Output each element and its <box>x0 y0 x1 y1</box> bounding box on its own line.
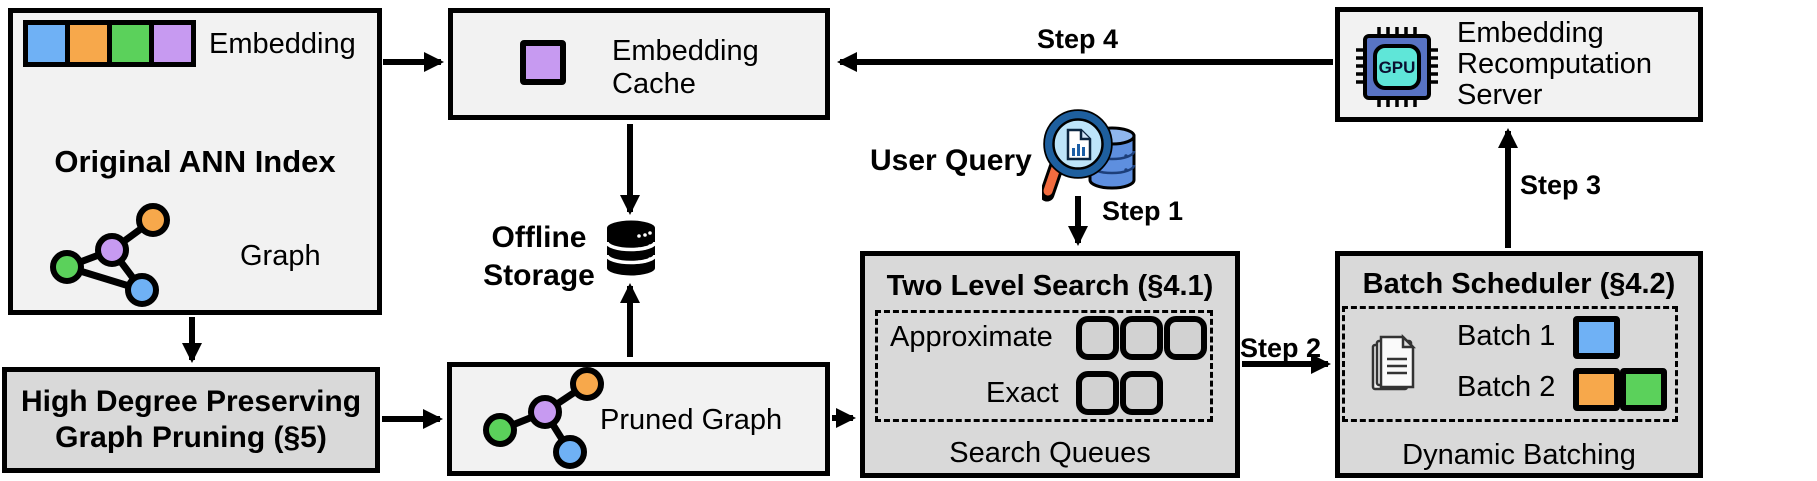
graph-icon <box>50 203 170 307</box>
search-queues-footer: Search Queues <box>949 437 1151 469</box>
batch-scheduler-box: Batch Scheduler (§4.2) Batch 1 Batch 2 D… <box>1335 251 1703 478</box>
graph-pruning-title-line2: Graph Pruning (§5) <box>55 421 327 454</box>
approximate-queue-slot <box>1120 316 1163 360</box>
batch1-label: Batch 1 <box>1457 320 1556 352</box>
pruned-graph-box: Pruned Graph <box>447 362 830 476</box>
embedding-label: Embedding <box>209 28 356 60</box>
embedding-cell-green <box>112 25 149 62</box>
offline-storage-line1: Offline <box>491 221 587 254</box>
original-ann-index-box: Embedding Original ANN Index Graph <box>8 8 382 315</box>
embedding-cache-label-line2: Cache <box>612 68 696 100</box>
graph-pruning-title-line1: High Degree Preserving <box>20 385 362 418</box>
graph-pruning-box: High Degree Preserving Graph Pruning (§5… <box>2 367 380 473</box>
documents-icon <box>1371 333 1417 391</box>
step4-label: Step 4 <box>1037 24 1119 54</box>
offline-storage-label: Offline Storage <box>478 219 600 295</box>
gpu-chip-label: GPU <box>1379 58 1416 77</box>
approximate-label: Approximate <box>890 321 1053 353</box>
batch1-embedding-blue <box>1573 316 1620 359</box>
embedding-cache-label-line1: Embedding <box>612 35 759 67</box>
server-label-line3: Server <box>1457 79 1543 111</box>
approximate-queue-slot <box>1076 316 1119 360</box>
ann-index-title: Original ANN Index <box>54 144 336 179</box>
offline-storage-line2: Storage <box>483 259 595 292</box>
approximate-queue-slot <box>1164 316 1207 360</box>
graph-label: Graph <box>240 240 321 272</box>
batch-scheduler-title: Batch Scheduler (§4.2) <box>1362 268 1676 300</box>
embedding-cell-purple <box>154 25 191 62</box>
embedding-cell-blue <box>28 25 65 62</box>
step1-label: Step 1 <box>1102 196 1184 226</box>
recomputation-server-box: GPU Embedding Recomputation Server <box>1335 7 1703 122</box>
cached-embedding-icon <box>520 40 566 85</box>
pruned-graph-icon <box>483 367 604 469</box>
step3-label: Step 3 <box>1520 170 1602 200</box>
embedding-vector-icon <box>23 20 196 67</box>
gpu-chip-icon: GPU <box>1356 27 1438 107</box>
query-search-icon <box>1042 109 1136 202</box>
search-queues-panel: Approximate Exact <box>875 310 1213 422</box>
exact-queue-slot <box>1076 371 1119 415</box>
user-query-label: User Query <box>870 144 1032 177</box>
batch2-label: Batch 2 <box>1457 371 1556 403</box>
dynamic-batching-panel: Batch 1 Batch 2 <box>1342 306 1678 422</box>
batch2-embedding-orange <box>1573 368 1620 411</box>
two-level-search-box: Two Level Search (§4.1) Approximate Exac… <box>860 251 1240 478</box>
dynamic-batching-footer: Dynamic Batching <box>1402 439 1636 471</box>
exact-queue-slot <box>1120 371 1163 415</box>
embedding-cache-box: Embedding Cache <box>448 8 830 120</box>
batch2-embedding-green <box>1620 368 1667 411</box>
exact-label: Exact <box>986 377 1059 409</box>
two-level-search-title: Two Level Search (§4.1) <box>886 270 1214 302</box>
server-label-line2: Recomputation <box>1457 48 1653 80</box>
pruned-graph-label: Pruned Graph <box>600 404 783 436</box>
database-icon <box>605 220 657 276</box>
step2-label: Step 2 <box>1240 333 1322 363</box>
server-label-line1: Embedding <box>1457 17 1604 49</box>
embedding-cell-orange <box>70 25 107 62</box>
